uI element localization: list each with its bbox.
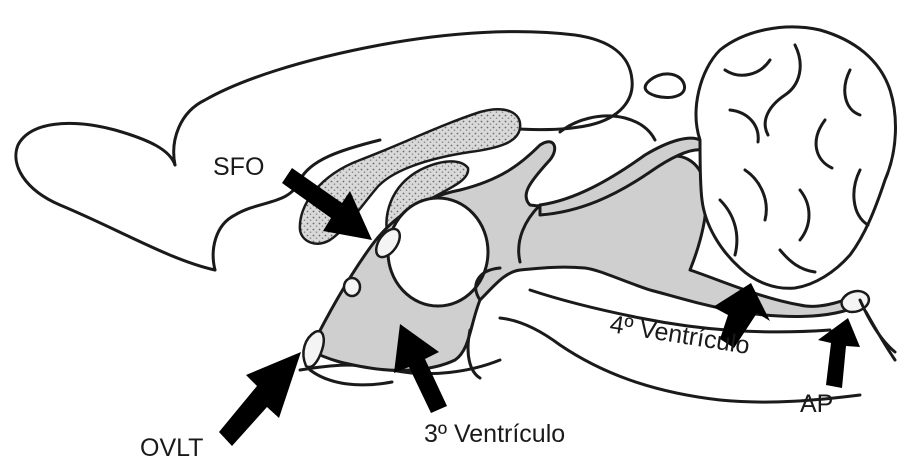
ap-label: AP: [800, 392, 833, 417]
ap-arrow: [818, 318, 860, 388]
massa-intermedia: [388, 198, 488, 306]
third-ventricle-label: 3º Ventrículo: [424, 422, 565, 447]
ovlt-organ: [303, 331, 323, 367]
olfactory-bulb: [16, 123, 215, 270]
cerebellum: [696, 27, 895, 288]
sfo-label: SFO: [213, 155, 264, 180]
ovlt-arrow: [219, 352, 301, 446]
ovlt-label: OVLT: [140, 436, 203, 461]
choroid-plexus-node: [344, 278, 360, 296]
pineal-outline: [645, 74, 684, 98]
spinal-canal: [860, 300, 895, 360]
